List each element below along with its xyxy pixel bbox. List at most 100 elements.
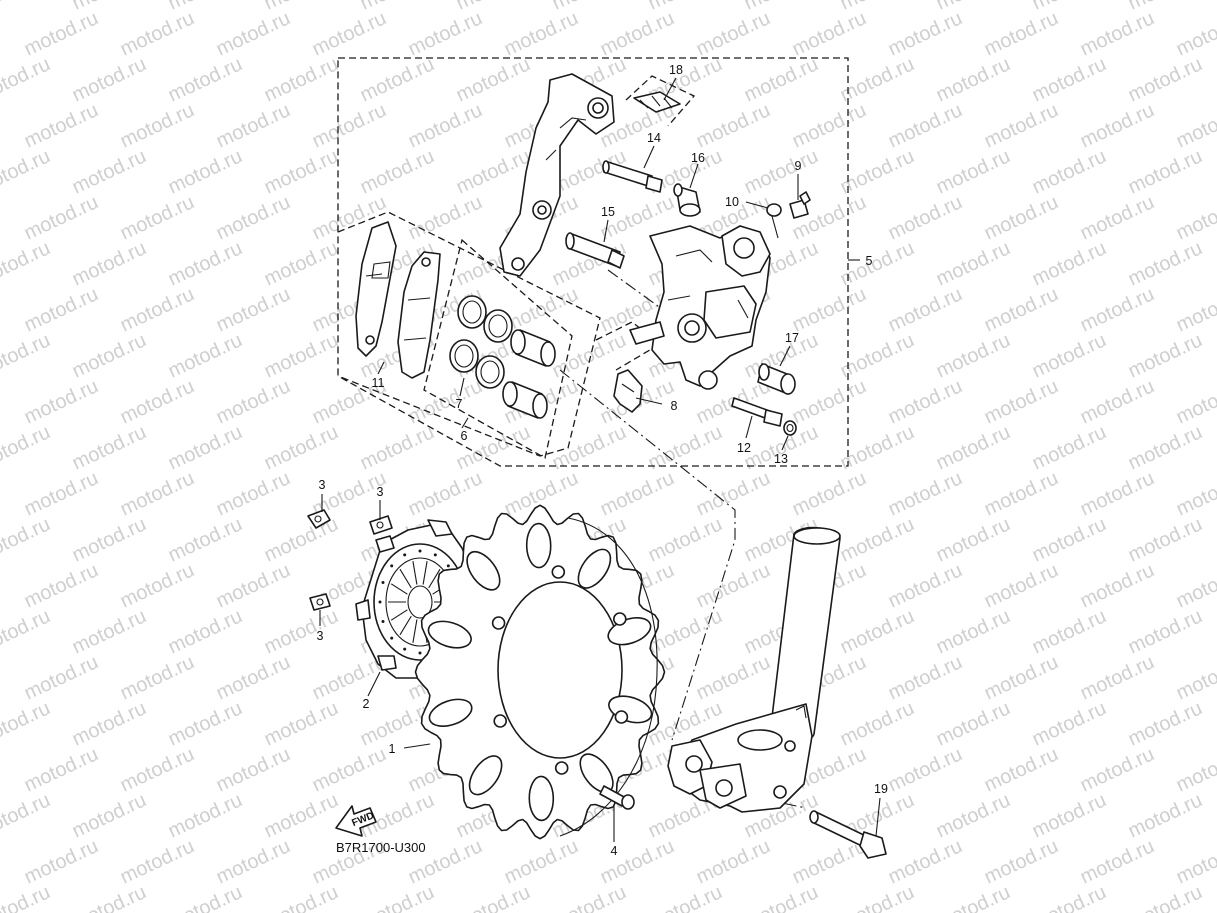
- watermark-text: motod.ru: [837, 237, 918, 290]
- disc-bolt-hole: [491, 616, 506, 630]
- disc-cutout: [428, 698, 473, 727]
- watermark-text: motod.ru: [1173, 559, 1217, 612]
- pad-spring: [633, 91, 681, 113]
- watermark-text: motod.ru: [885, 743, 966, 796]
- watermark-text: motod.ru: [933, 881, 1014, 913]
- callout-7: 7: [456, 397, 463, 411]
- watermark-text: motod.ru: [0, 329, 54, 382]
- hub-rivet: [418, 549, 422, 553]
- watermark-text: motod.ru: [789, 375, 870, 428]
- watermark-text: motod.ru: [0, 789, 54, 842]
- watermark-text: motod.ru: [453, 881, 534, 913]
- watermark-text: motod.ru: [597, 467, 678, 520]
- watermark-text: motod.ru: [261, 513, 342, 566]
- watermark-text: motod.ru: [261, 605, 342, 658]
- watermark-text: motod.ru: [981, 651, 1062, 704]
- watermark-text: motod.ru: [1125, 881, 1206, 913]
- watermark-text: motod.ru: [837, 513, 918, 566]
- watermark-text: motod.ru: [1029, 881, 1110, 913]
- piston-seals: [449, 295, 513, 389]
- watermark-text: motod.ru: [1029, 513, 1110, 566]
- watermark-text: motod.ru: [1077, 7, 1158, 60]
- watermark-text: motod.ru: [981, 283, 1062, 336]
- front-fork: [667, 526, 841, 813]
- watermark-text: motod.ru: [0, 0, 54, 15]
- watermark-text: motod.ru: [261, 881, 342, 913]
- watermark-text: motod.ru: [693, 467, 774, 520]
- watermark-text: motod.ru: [981, 375, 1062, 428]
- watermark-text: motod.ru: [741, 145, 822, 198]
- watermark-text: motod.ru: [933, 421, 1014, 474]
- watermark-text: motod.ru: [1173, 99, 1217, 152]
- watermark-text: motod.ru: [1077, 835, 1158, 888]
- watermark-text: motod.ru: [789, 7, 870, 60]
- watermark-text: motod.ru: [21, 99, 102, 152]
- hub-rivet: [418, 651, 422, 655]
- hub-rib: [412, 619, 418, 643]
- watermark-text: motod.ru: [117, 835, 198, 888]
- watermark-text: motod.ru: [453, 53, 534, 106]
- watermark-text: motod.ru: [213, 559, 294, 612]
- hub-rib: [399, 615, 412, 636]
- disc-bolt-hole: [614, 710, 629, 724]
- watermark-text: motod.ru: [837, 881, 918, 913]
- watermark-text: motod.ru: [69, 53, 150, 106]
- watermark-text: motod.ru: [165, 697, 246, 750]
- watermark-text: motod.ru: [837, 329, 918, 382]
- callout-9: 9: [795, 159, 802, 173]
- watermark-text: motod.ru: [981, 467, 1062, 520]
- watermark-text: motod.ru: [165, 789, 246, 842]
- hub-rib: [390, 583, 408, 595]
- watermark-text: motod.ru: [1077, 283, 1158, 336]
- watermark-text: motod.ru: [117, 99, 198, 152]
- watermark-text: motod.ru: [549, 881, 630, 913]
- watermark-text: motod.ru: [453, 145, 534, 198]
- watermark-text: motod.ru: [69, 697, 150, 750]
- caliper-sleeve: [757, 363, 796, 395]
- callout-11: 11: [372, 376, 385, 390]
- hub-rivet: [433, 553, 437, 557]
- watermark-text: motod.ru: [933, 513, 1014, 566]
- hub-rivet: [390, 564, 394, 568]
- watermark-text: motod.ru: [405, 99, 486, 152]
- watermark-text: motod.ru: [0, 881, 54, 913]
- watermark-text: motod.ru: [885, 651, 966, 704]
- callout-12: 12: [737, 441, 751, 455]
- hub-rivet: [381, 581, 385, 584]
- watermark-text: motod.ru: [213, 467, 294, 520]
- caliper-body: [629, 225, 771, 390]
- watermark-text: motod.ru: [837, 53, 918, 106]
- watermark-text: motod.ru: [837, 605, 918, 658]
- watermark-text: motod.ru: [1173, 375, 1217, 428]
- watermark-text: motod.ru: [69, 881, 150, 913]
- caliper-bracket: [499, 73, 615, 277]
- watermark-text: motod.ru: [0, 237, 54, 290]
- watermark-text: motod.ru: [789, 467, 870, 520]
- watermark-text: motod.ru: [789, 283, 870, 336]
- watermark-text: motod.ru: [405, 467, 486, 520]
- alignment-line-caliper-fork: [559, 369, 736, 741]
- watermark-text: motod.ru: [261, 789, 342, 842]
- watermark-text: motod.ru: [165, 237, 246, 290]
- brake-pad-kit-boundary: [337, 211, 601, 457]
- watermark-text: motod.ru: [1125, 789, 1206, 842]
- caliper-nut: [783, 420, 797, 436]
- watermark-text: motod.ru: [117, 283, 198, 336]
- disc-cutout: [427, 620, 472, 649]
- watermark-text: motod.ru: [1077, 191, 1158, 244]
- brake-pad-outer: [397, 251, 441, 379]
- watermark-text: motod.ru: [405, 191, 486, 244]
- watermark-text: motod.ru: [1029, 145, 1110, 198]
- watermark-text: motod.ru: [69, 421, 150, 474]
- callout-19: 19: [874, 782, 888, 796]
- watermark-text: motod.ru: [165, 881, 246, 913]
- callout-6: 6: [461, 429, 468, 443]
- watermark-text: motod.ru: [0, 145, 54, 198]
- watermark-text: motod.ru: [693, 559, 774, 612]
- watermark-text: motod.ru: [1125, 145, 1206, 198]
- watermark-text: motod.ru: [1173, 743, 1217, 796]
- watermark-text: motod.ru: [165, 421, 246, 474]
- watermark-text: motod.ru: [0, 697, 54, 750]
- watermark-text: motod.ru: [309, 99, 390, 152]
